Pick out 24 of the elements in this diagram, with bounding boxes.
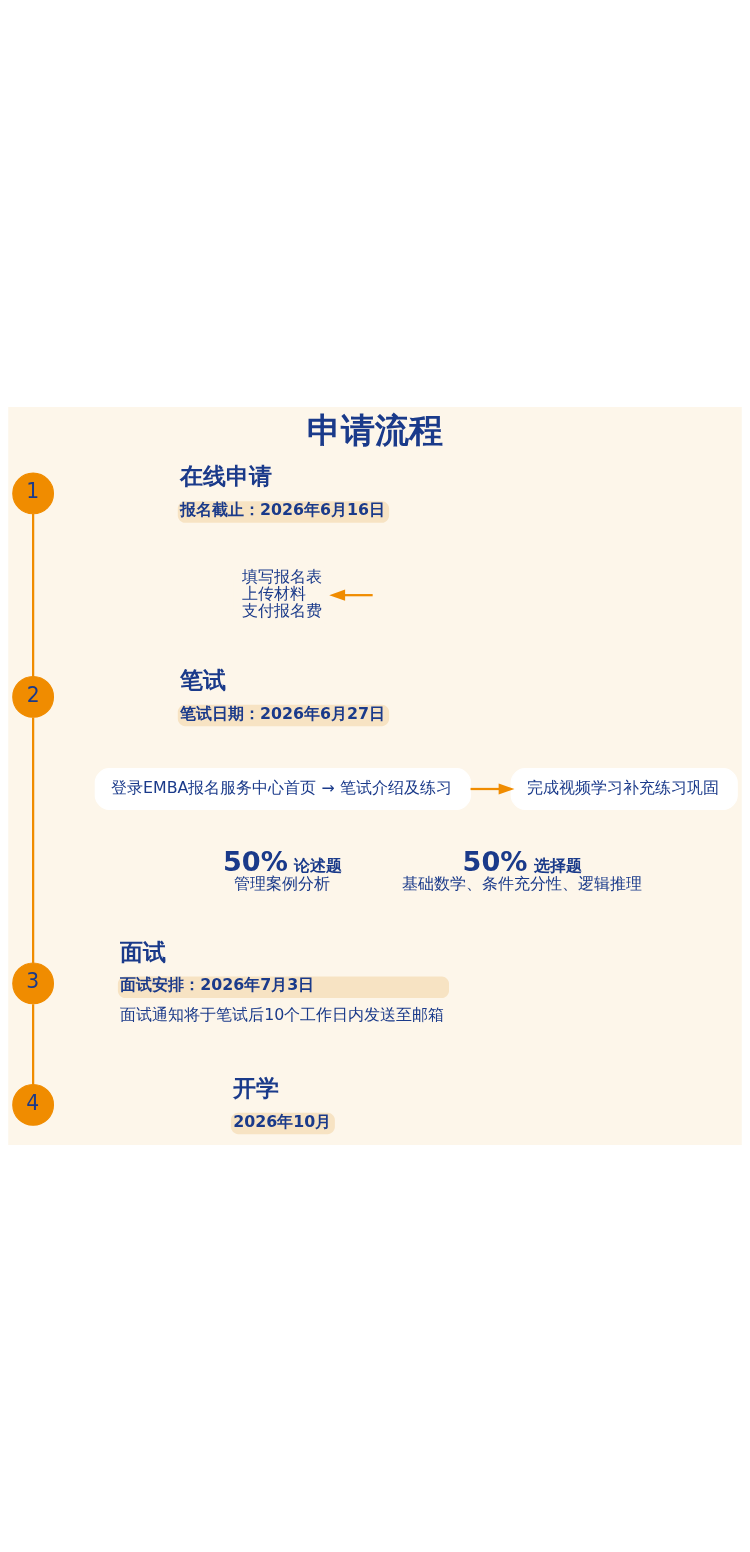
node-box: 2026年10月 [230,1112,335,1135]
node-text: 50% 论述题 管理案例分析 [222,845,343,893]
diagram-title: 申请流程 [306,411,443,451]
arrow [329,589,373,601]
node-circle: 2 [12,676,55,718]
node-box: 笔试日期：2026年6月27日 [177,704,390,727]
node-text: 填写报名表 上传材料 支付报名费 [242,567,323,621]
node-label: 开学 [233,1074,280,1101]
node-label: 面试通知将于笔试后10个工作日内发送至邮箱 [120,1004,445,1024]
node-circle: 1 [12,472,55,515]
connector [32,1004,35,1085]
node-box: 面试安排：2026年7月3日 [117,976,450,999]
node-box: 报名截止：2026年6月16日 [177,501,390,523]
node-box: 完成视频学习补充练习巩固 [510,768,738,810]
connector [32,513,35,677]
node-label: 面试 [120,938,167,965]
node-circle: 4 [12,1083,55,1126]
node-box: 登录EMBA报名服务中心首页 → 笔试介绍及练习 [94,768,472,810]
node-circle: 3 [12,962,55,1005]
node-text: 50% 选择题 基础数学、条件充分性、逻辑推理 [401,845,642,893]
node-label: 在线申请 [180,463,273,490]
node-label: 笔试 [180,666,227,693]
connector [32,717,35,963]
arrow [470,783,515,795]
